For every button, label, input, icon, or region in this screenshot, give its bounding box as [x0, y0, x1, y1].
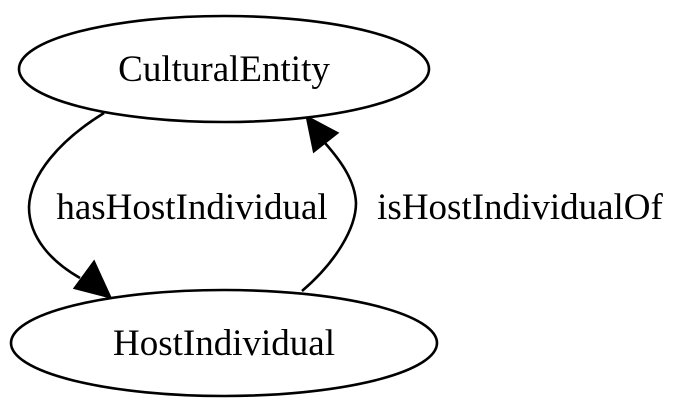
node-cultural-entity-label: CulturalEntity: [118, 49, 330, 90]
edge-is-host-individual-of-line: [301, 142, 358, 292]
node-host-individual-shape: [9, 288, 439, 398]
edge-has-host-individual-arrowhead: [72, 259, 113, 299]
edge-is-host-individual-of-arrowhead: [305, 114, 340, 154]
edge-is-host-individual-of: isHostIndividualOf: [301, 114, 664, 292]
edge-is-host-individual-of-label: isHostIndividualOf: [377, 187, 663, 228]
node-host-individual: HostIndividual: [9, 288, 439, 398]
node-cultural-entity-shape: [17, 14, 431, 124]
edge-has-host-individual-line: [27, 111, 105, 280]
node-cultural-entity: CulturalEntity: [17, 14, 431, 124]
edge-has-host-individual: hasHostIndividual: [27, 111, 328, 299]
edge-has-host-individual-label: hasHostIndividual: [56, 187, 327, 228]
node-host-individual-label: HostIndividual: [113, 323, 335, 364]
